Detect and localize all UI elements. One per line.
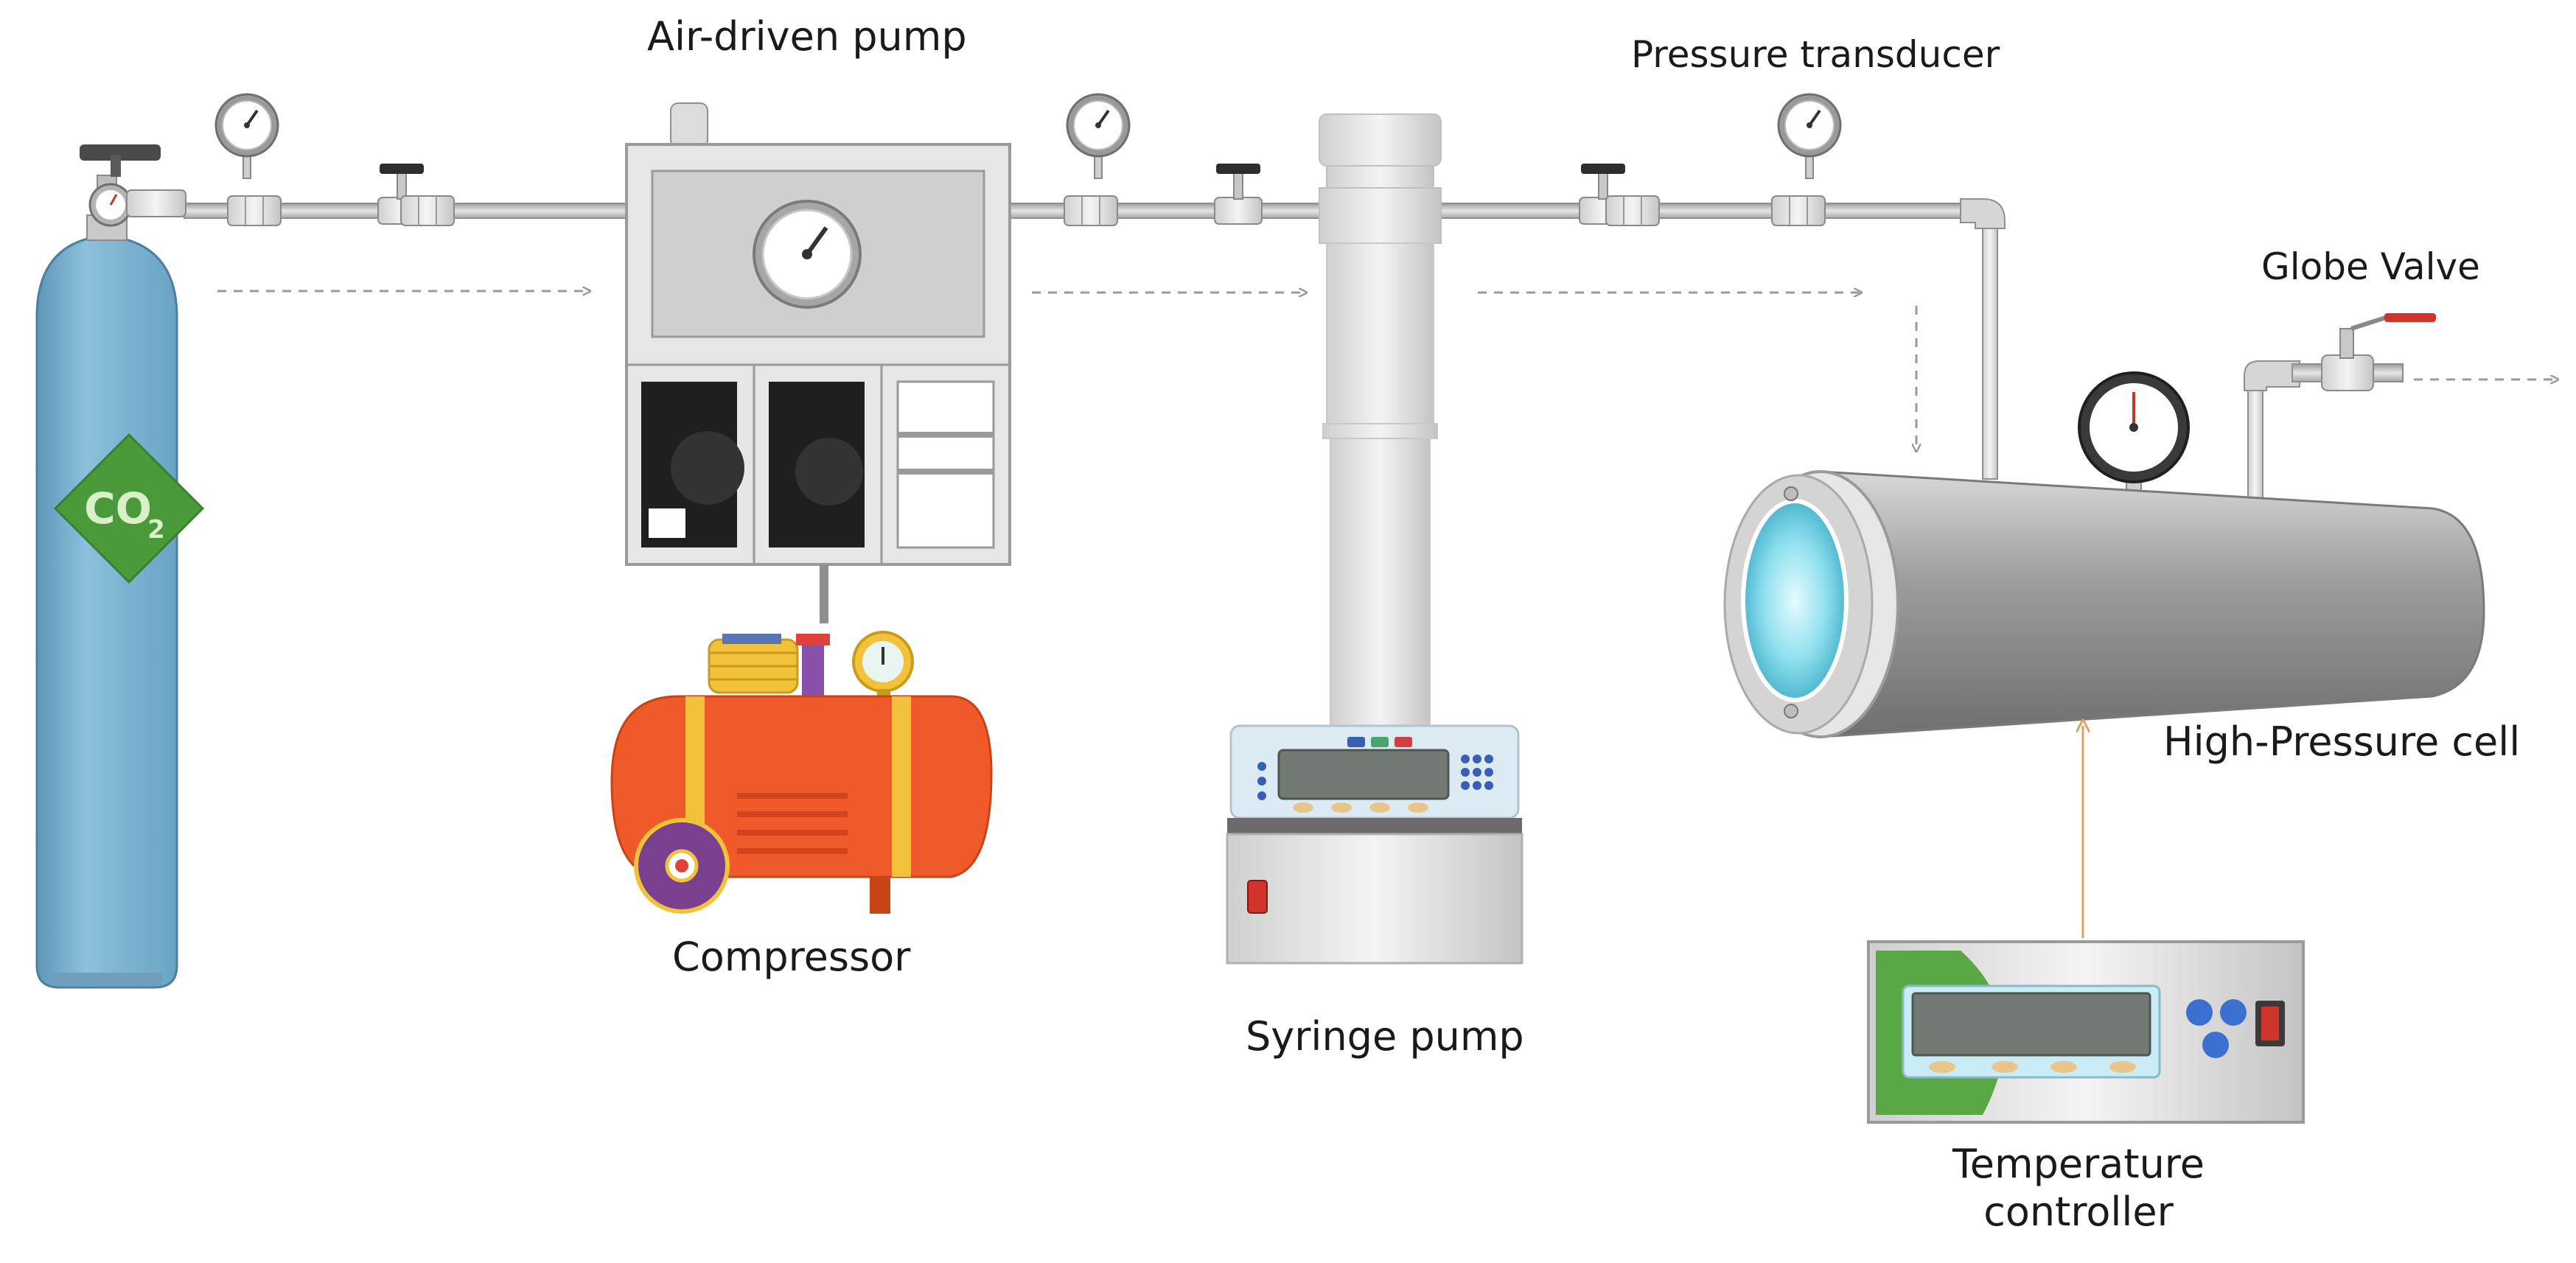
pressure-transducer-gauge-icon	[1777, 93, 1842, 180]
co2-subscript: 2	[147, 515, 165, 545]
compressor-gauge-icon	[852, 631, 914, 693]
air-driven-pump-label: Air-driven pump	[647, 13, 967, 60]
temperature-controller-label: Temperature controller	[1916, 1141, 2241, 1236]
temperature-controller-label-line2: controller	[1983, 1188, 2174, 1235]
pump-outlet-gauge-icon	[1066, 93, 1131, 180]
compressor	[610, 631, 993, 914]
cell-pressure-gauge-icon	[2078, 371, 2190, 539]
pump-gauge-icon	[753, 200, 862, 309]
flow-arrows	[217, 291, 2558, 451]
main-pipeline	[184, 198, 2330, 505]
cylinder-regulator-gauge-icon	[88, 183, 133, 227]
temperature-controller-label-line1: Temperature	[1952, 1141, 2205, 1187]
pump-outlet-valve-icon	[1214, 163, 1263, 225]
syringe-pump	[1226, 113, 1523, 965]
globe-valve	[2321, 313, 2436, 391]
pressure-transducer-label: Pressure transducer	[1631, 33, 2000, 76]
globe-valve-label: Globe Valve	[2261, 245, 2480, 288]
syringe-pump-label: Syringe pump	[1246, 1013, 1524, 1060]
air-driven-pump	[625, 102, 1011, 623]
co2-text: CO	[84, 483, 152, 533]
co2-label: CO 2	[53, 433, 205, 584]
compressor-wheel-icon	[634, 818, 730, 914]
co2-cylinder: CO 2	[35, 144, 205, 989]
inlet-pressure-gauge-icon	[214, 93, 279, 180]
temperature-controller	[1867, 940, 2305, 1124]
high-pressure-cell	[1723, 371, 2485, 738]
compressor-label: Compressor	[672, 934, 911, 980]
high-pressure-cell-label: High-Pressure cell	[2163, 718, 2521, 765]
